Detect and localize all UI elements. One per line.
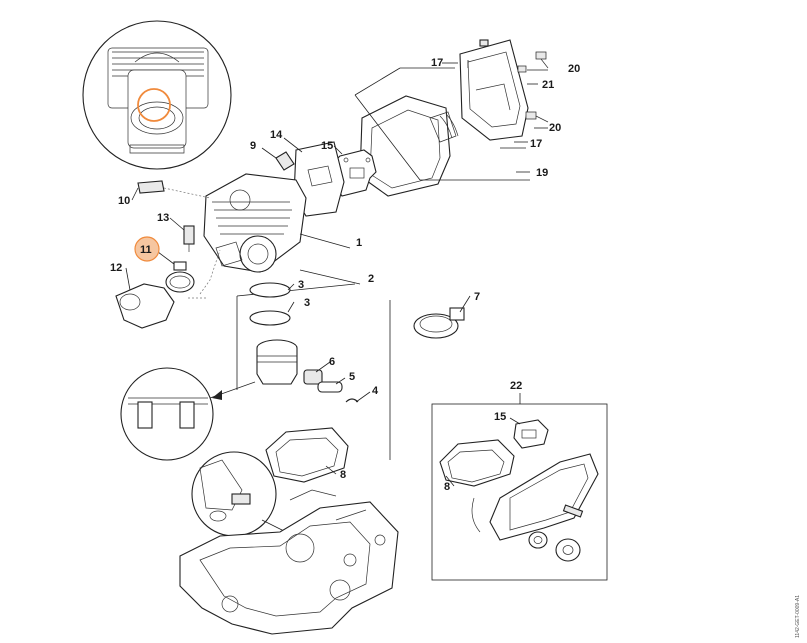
- callout-15-kit[interactable]: 15: [494, 411, 506, 423]
- callout-5[interactable]: 5: [349, 371, 355, 383]
- screw-20-bottom: [525, 111, 549, 123]
- callout-13[interactable]: 13: [157, 212, 169, 224]
- callout-10[interactable]: 10: [118, 195, 130, 207]
- spark-plug-10: [137, 180, 211, 199]
- gasket-kit-22-box: [431, 393, 608, 581]
- callout-12[interactable]: 12: [110, 262, 122, 274]
- leader-lines: [125, 62, 548, 487]
- bracket-17-19: [354, 60, 530, 181]
- callout-17-bottom[interactable]: 17: [530, 138, 542, 150]
- callout-15-top[interactable]: 15: [321, 140, 333, 152]
- muffler-cover: [359, 39, 529, 197]
- screw-13: [183, 225, 195, 252]
- cylinder-detail-view: [82, 20, 232, 170]
- callout-11[interactable]: 11: [140, 244, 152, 256]
- piston-rings-3: [249, 282, 291, 326]
- clamp-7: [413, 307, 465, 339]
- callout-8-middle[interactable]: 8: [340, 469, 346, 481]
- cylinder: [203, 173, 307, 273]
- needle-bearing-6: [303, 369, 323, 385]
- callout-19[interactable]: 19: [536, 167, 548, 179]
- callout-20-bottom[interactable]: 20: [549, 122, 561, 134]
- spark-plug-9: [275, 151, 295, 171]
- callout-11-highlight[interactable]: 11: [134, 236, 160, 262]
- callout-22[interactable]: 22: [510, 380, 522, 392]
- callout-2[interactable]: 2: [368, 273, 374, 285]
- callout-17-top[interactable]: 17: [431, 57, 443, 69]
- callout-9[interactable]: 9: [250, 140, 256, 152]
- screw-21: [517, 65, 527, 73]
- rib-detail-view: [120, 367, 256, 461]
- dashed-leader: [186, 249, 221, 299]
- callout-14[interactable]: 14: [270, 129, 283, 141]
- callout-21[interactable]: 21: [542, 79, 554, 91]
- callout-3-top[interactable]: 3: [298, 279, 304, 291]
- callout-20-top[interactable]: 20: [568, 63, 580, 75]
- callout-7[interactable]: 7: [474, 291, 480, 303]
- intake-manifold-12: [115, 283, 175, 329]
- crankcase-detail-view: [191, 451, 291, 537]
- crankcase: [179, 489, 399, 635]
- callout-labels: 17 20 21 20 17 19 14 15 9 10 13 1 11 12 …: [110, 57, 580, 493]
- callout-8-kit[interactable]: 8: [444, 481, 450, 493]
- callout-3-bottom[interactable]: 3: [304, 297, 310, 309]
- document-id: 1142-GET-0009-A1: [795, 595, 801, 638]
- screw-top: [479, 39, 489, 47]
- callout-6[interactable]: 6: [329, 356, 335, 368]
- hose-clamp-11: [165, 261, 195, 293]
- callout-1[interactable]: 1: [356, 237, 362, 249]
- gasket-8: [265, 427, 349, 483]
- callout-4[interactable]: 4: [372, 385, 379, 397]
- screw-20-top: [535, 51, 549, 69]
- piston: [256, 339, 298, 385]
- piston-pin-5: [317, 381, 343, 393]
